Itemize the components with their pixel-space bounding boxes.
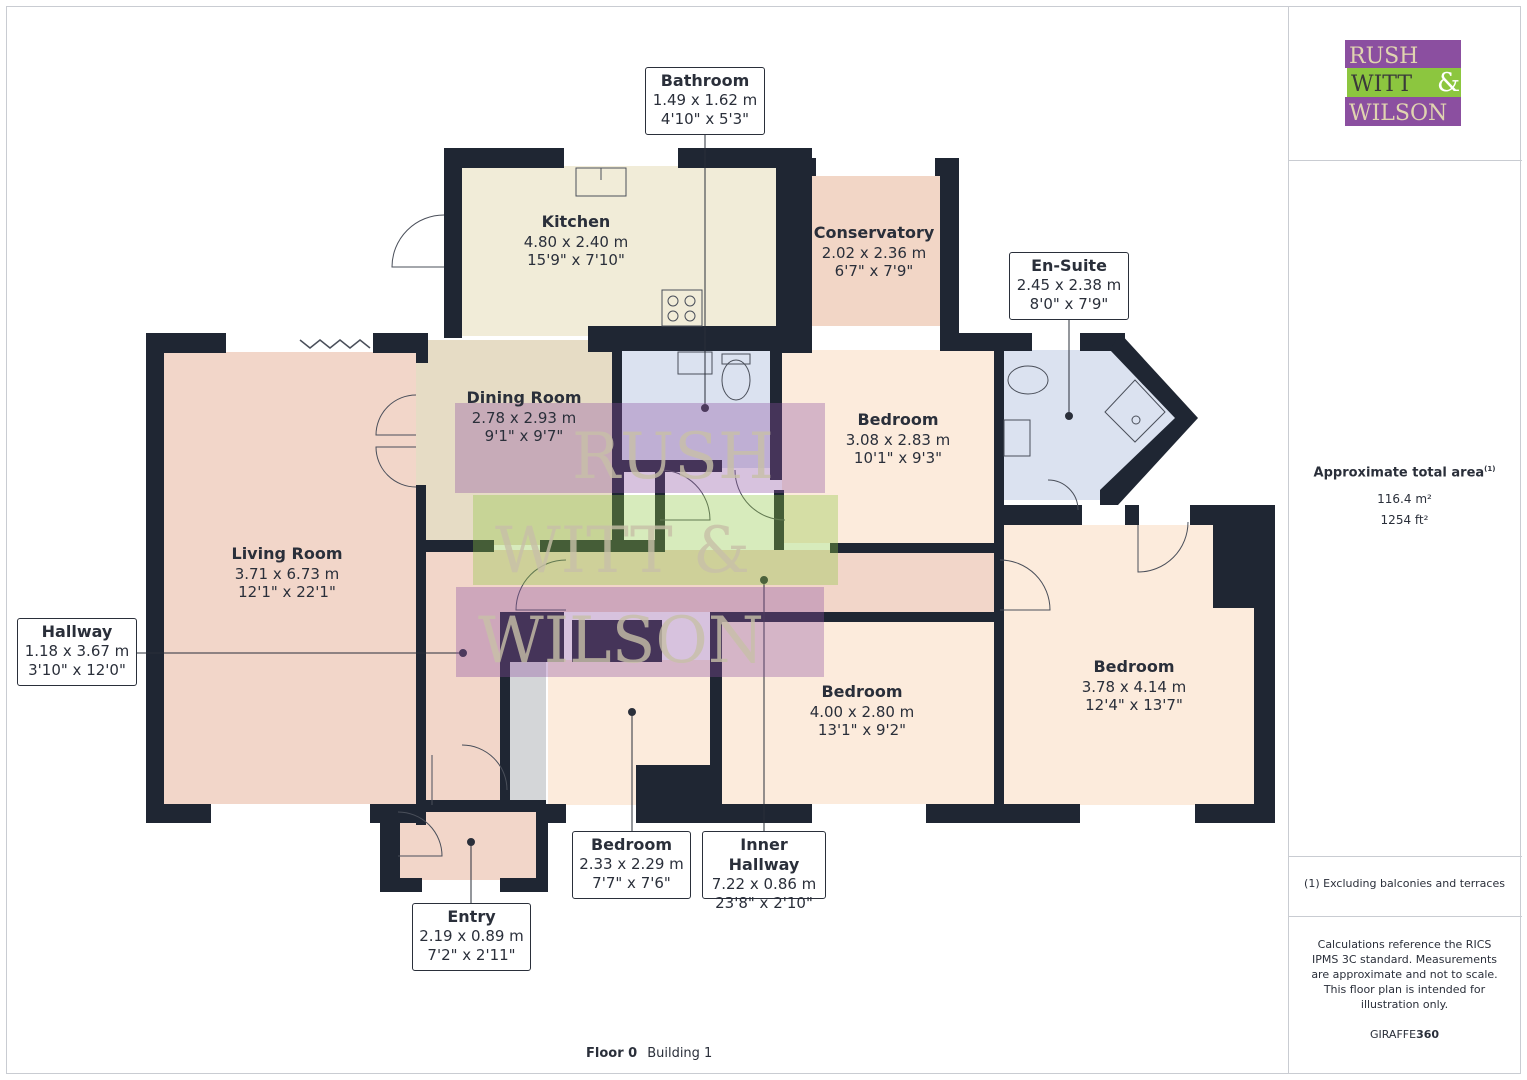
bedroom-top-label: Bedroom 3.08 x 2.83 m 10'1" x 9'3" — [798, 409, 998, 467]
room-name: Dining Room — [466, 388, 582, 407]
callout-metric: 2.33 x 2.29 m — [579, 855, 684, 873]
footnote: (1) Excluding balconies and terraces — [1304, 877, 1505, 890]
logo-amp: & — [1437, 68, 1460, 98]
bedroom-top-room — [782, 350, 994, 543]
conservatory-label: Conservatory 2.02 x 2.36 m 6'7" x 7'9" — [774, 222, 974, 280]
watermark-line1: RUSH — [572, 420, 774, 494]
page-frame — [6, 6, 1521, 1074]
living-label: Living Room 3.71 x 6.73 m 12'1" x 22'1" — [187, 543, 387, 601]
callout-metric: 2.45 x 2.38 m — [1016, 276, 1122, 294]
room-imperial: 12'1" x 22'1" — [238, 583, 336, 601]
callout-name: Bathroom — [660, 71, 750, 90]
room-imperial: 13'1" x 9'2" — [817, 721, 907, 739]
logo-line3: WILSON — [1349, 101, 1447, 126]
calculation-note: Calculations reference the RICS IPMS 3C … — [1311, 938, 1498, 1011]
room-metric: 4.00 x 2.80 m — [809, 703, 915, 721]
room-metric: 3.08 x 2.83 m — [845, 431, 951, 449]
room-name: Bedroom — [857, 410, 939, 429]
divider — [1289, 916, 1522, 917]
area-sup: (1) — [1484, 465, 1496, 473]
floor-label: Floor 0 — [586, 1046, 638, 1061]
watermark-line3: WILSON — [478, 604, 764, 678]
kitchen-label: Kitchen 4.80 x 2.40 m 15'9" x 7'10" — [476, 211, 676, 269]
grey-strip — [510, 660, 546, 800]
hallway-room — [426, 550, 510, 804]
kitchen-room — [462, 166, 777, 336]
room-metric: 4.80 x 2.40 m — [523, 233, 629, 251]
bedroom-right-label: Bedroom 3.78 x 4.14 m 12'4" x 13'7" — [1034, 656, 1234, 714]
inner-hallway-room — [510, 550, 1000, 612]
room-imperial: 9'1" x 9'7" — [484, 427, 564, 445]
divider — [1289, 160, 1522, 161]
bedroom-right-room — [1004, 525, 1254, 805]
callout-imperial: 8'0" x 7'9" — [1029, 295, 1109, 313]
room-metric: 3.78 x 4.14 m — [1081, 678, 1187, 696]
bedroom-small-callout: Bedroom 2.33 x 2.29 m 7'7" x 7'6" — [572, 831, 691, 899]
watermark: RUSH WITT & WILSON — [455, 403, 838, 678]
bedroom-mid-label: Bedroom 4.00 x 2.80 m 13'1" x 9'2" — [762, 681, 962, 739]
room-imperial: 10'1" x 9'3" — [853, 449, 943, 467]
callout-name: Inner Hallway — [728, 835, 800, 874]
bedroom-mid-room — [722, 620, 996, 804]
logo-line1: RUSH — [1349, 44, 1418, 69]
callout-metric: 1.49 x 1.62 m — [652, 91, 758, 109]
area-m2: 116.4 m² — [1377, 492, 1432, 506]
kitchen-sink — [575, 167, 627, 197]
brand-b: 360 — [1416, 1028, 1440, 1041]
room-name: Living Room — [231, 544, 343, 563]
giraffe360-brand: GIRAFFE360 — [1290, 1028, 1519, 1041]
dining-label: Dining Room 2.78 x 2.93 m 9'1" x 9'7" — [424, 387, 624, 445]
ensuite-callout: En-Suite 2.45 x 2.38 m 8'0" x 7'9" — [1009, 252, 1129, 320]
bathroom-callout: Bathroom 1.49 x 1.62 m 4'10" x 5'3" — [645, 67, 765, 135]
room-name: Bedroom — [1093, 657, 1175, 676]
callout-name: Entry — [447, 907, 496, 926]
floor-caption: Floor 0 Building 1 — [586, 1046, 712, 1061]
room-imperial: 15'9" x 7'10" — [527, 251, 625, 269]
inner-hallway-callout: Inner Hallway 7.22 x 0.86 m 23'8" x 2'10… — [702, 831, 826, 912]
kitchen-hob — [661, 289, 703, 327]
callout-metric: 2.19 x 0.89 m — [419, 927, 524, 945]
brand-a: GIRAFFE — [1369, 1028, 1417, 1041]
callout-name: Hallway — [41, 622, 113, 641]
callout-imperial: 7'2" x 2'11" — [427, 946, 516, 964]
callout-imperial: 4'10" x 5'3" — [660, 110, 750, 128]
callout-metric: 7.22 x 0.86 m — [711, 875, 817, 893]
divider — [1289, 856, 1522, 857]
room-metric: 2.78 x 2.93 m — [471, 409, 577, 427]
entry-callout: Entry 2.19 x 0.89 m 7'2" x 2'11" — [412, 903, 531, 971]
conservatory-room — [812, 176, 940, 326]
floor-plan: RUSH WITT & WILSON — [137, 134, 1275, 903]
logo-line2: WITT — [1351, 72, 1412, 97]
hallway-callout: Hallway 1.18 x 3.67 m 3'10" x 12'0" — [17, 618, 137, 686]
area-ft2: 1254 ft² — [1380, 513, 1429, 527]
room-imperial: 12'4" x 13'7" — [1085, 696, 1183, 714]
watermark-line2: WITT & — [495, 514, 750, 588]
room-metric: 2.02 x 2.36 m — [821, 244, 927, 262]
building-label: Building 1 — [647, 1046, 713, 1061]
info-sidebar — [1288, 6, 1522, 1074]
callout-name: Bedroom — [590, 835, 673, 854]
door-swings — [375, 214, 1189, 857]
ensuite-fixtures — [1003, 365, 1166, 457]
callout-imperial: 7'7" x 7'6" — [592, 874, 671, 892]
room-name: Conservatory — [813, 223, 935, 242]
bathroom-fixtures — [677, 351, 751, 401]
room-name: Bedroom — [821, 682, 903, 701]
company-logo: RUSH WITT & WILSON — [1345, 40, 1461, 126]
callout-imperial: 3'10" x 12'0" — [28, 661, 126, 679]
room-name: Kitchen — [541, 212, 611, 231]
room-metric: 3.71 x 6.73 m — [234, 565, 340, 583]
callout-metric: 1.18 x 3.67 m — [24, 642, 130, 660]
bifold-door — [299, 339, 371, 349]
area-title-text: Approximate total area — [1313, 465, 1485, 481]
living-room — [163, 352, 416, 804]
callout-imperial: 23'8" x 2'10" — [715, 894, 813, 912]
room-imperial: 6'7" x 7'9" — [834, 262, 914, 280]
area-title: Approximate total area(1) — [1290, 465, 1519, 480]
callout-name: En-Suite — [1031, 256, 1107, 275]
bathroom-room — [620, 350, 778, 468]
dining-room — [416, 340, 612, 545]
leader-lines — [137, 134, 1073, 903]
walls — [146, 148, 1275, 892]
